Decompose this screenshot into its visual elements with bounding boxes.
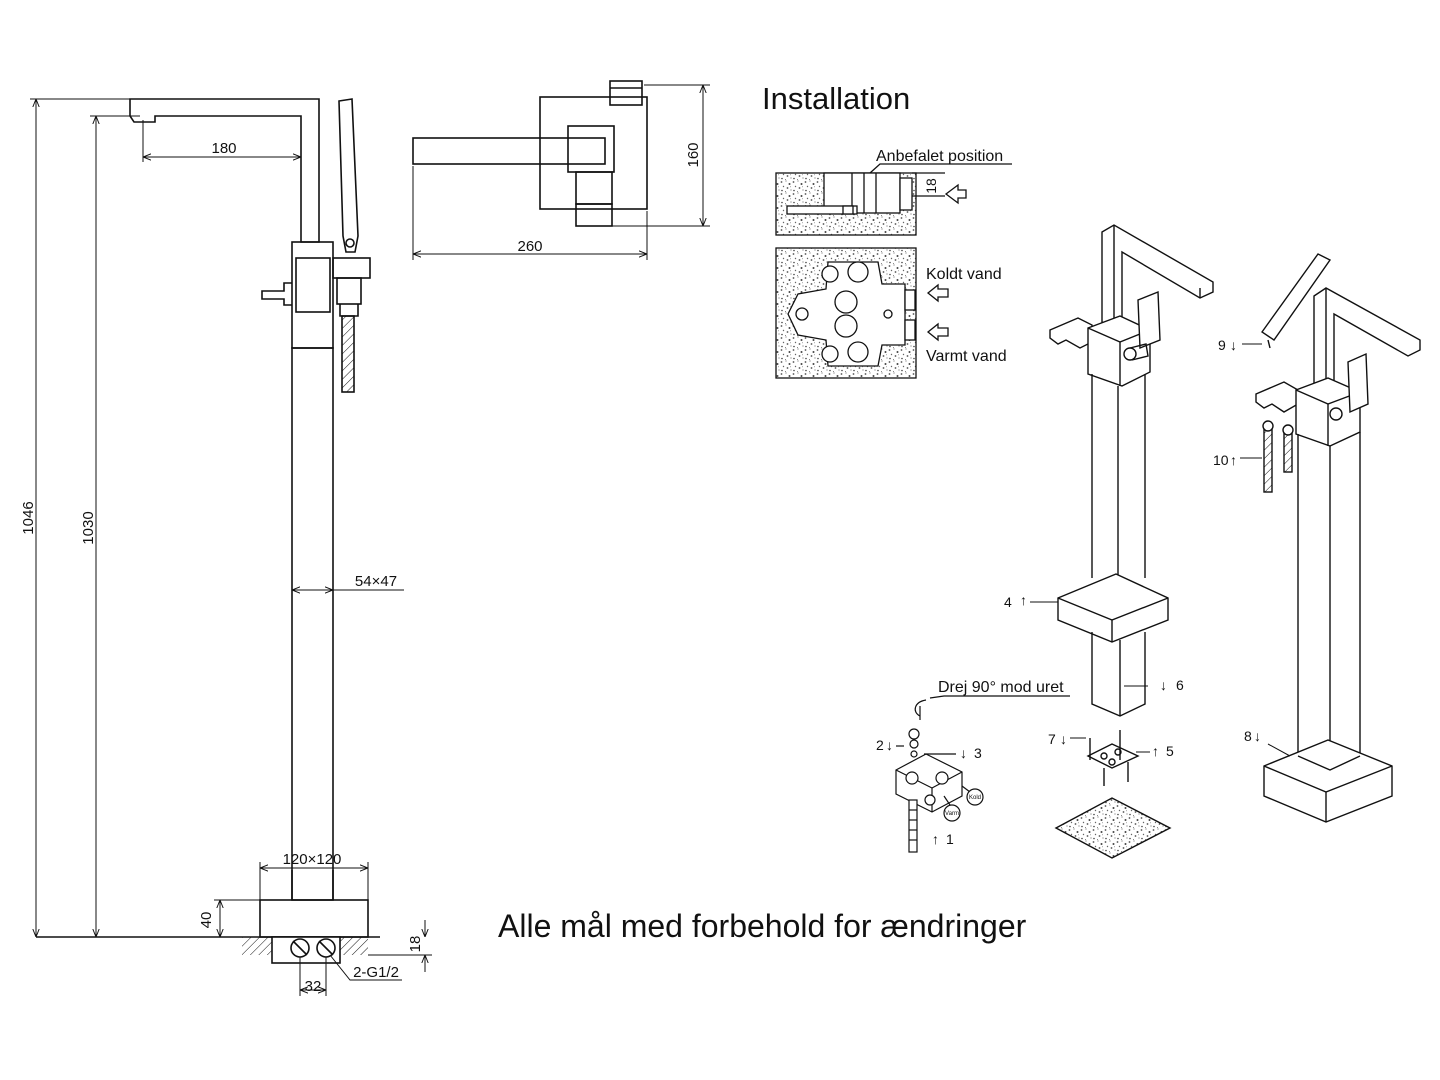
front-dimensions: [30, 98, 432, 996]
assembly-view-b: [1255, 253, 1421, 823]
assembly-view-a: [1049, 224, 1214, 859]
step-6: 6: [1176, 677, 1184, 693]
spout: [129, 98, 320, 243]
step-5-arrow: ↑: [1152, 743, 1159, 759]
dim-base-height: 40: [198, 912, 215, 929]
front-elevation: [36, 98, 380, 964]
connection-plate-panel: [775, 247, 949, 379]
dim-spout-reach: 180: [211, 140, 236, 157]
step-6-arrow: ↓: [1160, 677, 1167, 693]
hand-shower: [338, 98, 359, 253]
step-7-arrow: ↓: [1060, 731, 1067, 747]
recommended-depth-label: 18: [923, 178, 939, 194]
step-3-arrow: ↓: [960, 745, 967, 761]
dim-total-height: 1046: [20, 501, 37, 534]
assembly-b-leaders: [1240, 343, 1291, 757]
step-3: 3: [974, 745, 982, 761]
step-7: 7: [1048, 731, 1056, 747]
step-2-arrow: ↓: [886, 737, 893, 753]
step-10: 10: [1213, 452, 1229, 468]
cold-water-label: Koldt vand: [926, 266, 1002, 283]
tag-cold: Kold: [969, 795, 981, 801]
step-labels: 1 ↑ 2 ↓ 3 ↓ 4 ↑ 5 ↑ 6 ↓ 7 ↓ 8 ↓ 9 ↓ 10 ↑: [876, 337, 1261, 847]
dim-base-size: 120×120: [283, 851, 342, 868]
hot-water-label: Varmt vand: [926, 348, 1007, 365]
dim-body-height: 1030: [80, 511, 97, 544]
step-4: 4: [1004, 594, 1012, 610]
step-9: 9: [1218, 337, 1226, 353]
tag-warm: Varm: [945, 811, 959, 817]
connection-bracket: [895, 695, 1070, 853]
shower-holder: [332, 257, 371, 279]
top-view: [412, 80, 648, 227]
dim-top-view-width: 260: [517, 238, 542, 255]
recommended-position-panel: [775, 163, 1012, 236]
column: [291, 347, 334, 901]
top-view-dimensions: [412, 84, 710, 260]
recommended-position-label: Anbefalet position: [876, 148, 1003, 165]
base: [259, 899, 369, 938]
lever-handle: [261, 282, 292, 306]
rotate-note: Drej 90° mod uret: [938, 679, 1064, 696]
dim-connection-spacing: 32: [305, 978, 322, 995]
dim-column-size: 54×47: [355, 573, 397, 590]
step-1-arrow: ↑: [932, 831, 939, 847]
step-9-arrow: ↓: [1230, 337, 1237, 353]
step-5: 5: [1166, 743, 1174, 759]
dim-floor-depth: 18: [407, 936, 424, 953]
step-8-arrow: ↓: [1254, 728, 1261, 744]
step-10-arrow: ↑: [1230, 452, 1237, 468]
dim-connection-thread: 2-G1/2: [353, 964, 399, 981]
disclaimer-note: Alle mål med forbehold for ændringer: [498, 908, 1027, 944]
step-8: 8: [1244, 728, 1252, 744]
step-1: 1: [946, 831, 954, 847]
step-2: 2: [876, 737, 884, 753]
shower-hose: [341, 315, 355, 393]
dim-top-view-height: 160: [685, 142, 702, 167]
step-4-arrow: ↑: [1020, 592, 1027, 608]
installation-heading: Installation: [762, 81, 910, 116]
assembly-a-leaders: [1030, 601, 1150, 753]
mounting-plate: [787, 261, 906, 367]
